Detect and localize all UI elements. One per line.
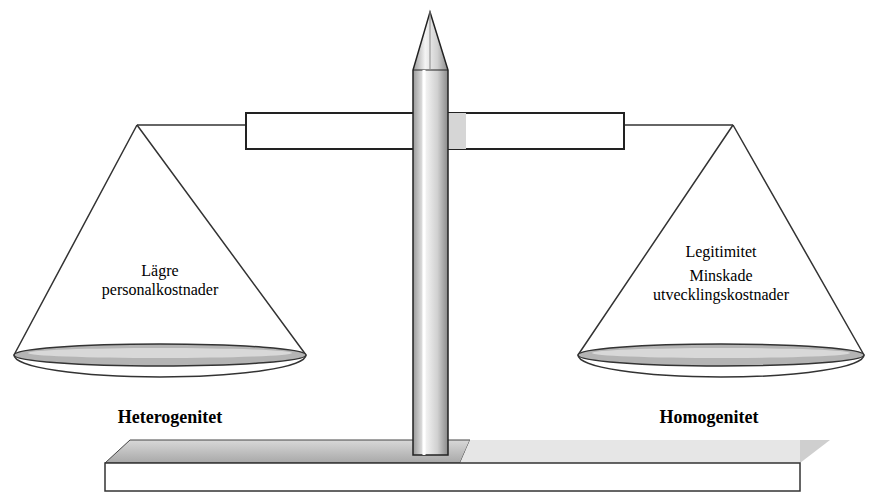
pan-cord — [14, 125, 306, 355]
pan-rim — [578, 344, 864, 366]
pan-heading: Homogenitet — [609, 406, 809, 428]
base-top-right — [460, 440, 800, 463]
pole — [413, 12, 448, 455]
pole-edge — [430, 12, 431, 70]
pan-item: Minskade utvecklingskostnader — [634, 266, 809, 304]
scale-pan: Lägre personalkostnaderHeterogenitet — [8, 118, 312, 438]
pan-cord — [578, 125, 864, 355]
base-front — [105, 463, 800, 491]
pan-shine — [592, 348, 850, 358]
pan-heading: Heterogenitet — [70, 406, 270, 428]
pole-highlight — [423, 70, 426, 455]
pan-string — [624, 124, 733, 126]
scale-pan: LegitimitetMinskade utvecklingskostnader… — [575, 118, 867, 438]
pan-rim — [14, 344, 306, 366]
pan-item: Lägre personalkostnader — [85, 261, 235, 299]
pan-string — [137, 124, 246, 126]
pan-shine — [28, 348, 292, 358]
beam-shade — [448, 113, 466, 149]
pan-item: Legitimitet — [646, 242, 796, 261]
